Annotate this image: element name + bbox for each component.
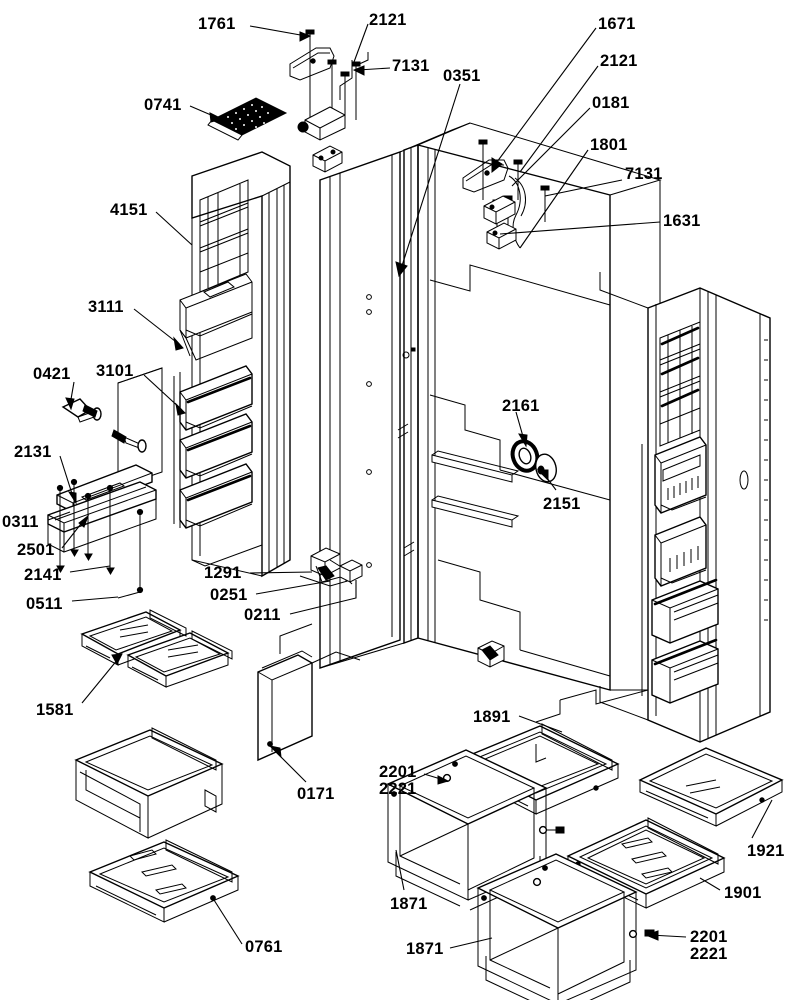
part-3101-panel [117, 367, 163, 488]
part-0421-roller-2 [111, 429, 147, 453]
callout-2201: 2201 [690, 928, 728, 946]
callout-1291: 1291 [204, 564, 242, 582]
callout-2121: 2121 [600, 52, 638, 70]
part-0171-cover [257, 623, 361, 762]
callout-0741: 0741 [144, 96, 182, 114]
callout-2201: 2201 [379, 763, 417, 781]
part-1581-split-shelf [80, 609, 233, 688]
part-1871-drawer-lower [476, 853, 655, 1000]
part-1761-hinge-cover [289, 47, 335, 81]
callout-0761: 0761 [245, 938, 283, 956]
part-0421-roller [61, 398, 102, 423]
callout-7131: 7131 [392, 57, 430, 75]
callout-0211: 0211 [244, 606, 281, 624]
part-1921-shelf [638, 747, 784, 827]
callout-1631: 1631 [663, 212, 701, 230]
callout-2121: 2121 [369, 11, 407, 29]
callout-1901: 1901 [724, 884, 762, 902]
deli-drawer [74, 727, 224, 839]
callout-2221: 2221 [690, 945, 728, 963]
callout-1581: 1581 [36, 701, 74, 719]
callout-2221: 2221 [379, 780, 417, 798]
cabinet-shell [299, 122, 662, 691]
callout-0251: 0251 [210, 586, 248, 604]
callout-3101: 3101 [96, 362, 134, 380]
callout-0181: 0181 [592, 94, 630, 112]
callout-2141: 2141 [24, 566, 62, 584]
callout-2501: 2501 [17, 541, 55, 559]
callout-1921: 1921 [747, 842, 785, 860]
callout-1871: 1871 [406, 940, 444, 958]
callout-0421: 0421 [33, 365, 71, 383]
part-0761-shelf [88, 839, 240, 923]
part-0741-grille [207, 97, 288, 141]
callout-4151: 4151 [110, 201, 148, 219]
callout-7131: 7131 [625, 165, 663, 183]
hinge-hardware-right [462, 139, 550, 250]
part-2161-grommet [510, 439, 540, 473]
callout-2161: 2161 [502, 397, 540, 415]
callout-1801: 1801 [590, 136, 628, 154]
right-door-assembly [599, 272, 771, 743]
callout-2151: 2151 [543, 495, 581, 513]
callout-0351: 0351 [443, 67, 481, 85]
left-door-assembly [173, 151, 291, 578]
callout-2131: 2131 [14, 443, 52, 461]
bottom-hinge-hardware [299, 547, 363, 587]
callout-1671: 1671 [598, 15, 636, 33]
leader-lines [47, 23, 773, 949]
callout-1891: 1891 [473, 708, 511, 726]
callout-3111: 3111 [88, 298, 124, 316]
callout-1871: 1871 [390, 895, 428, 913]
callout-0311: 0311 [2, 513, 39, 531]
callout-1761: 1761 [198, 15, 236, 33]
callout-0171: 0171 [297, 785, 335, 803]
callout-0511: 0511 [26, 595, 63, 613]
bottom-hinge-right [477, 640, 505, 668]
kick-panel-assembly [47, 464, 157, 599]
hinge-hardware-left [297, 29, 369, 173]
